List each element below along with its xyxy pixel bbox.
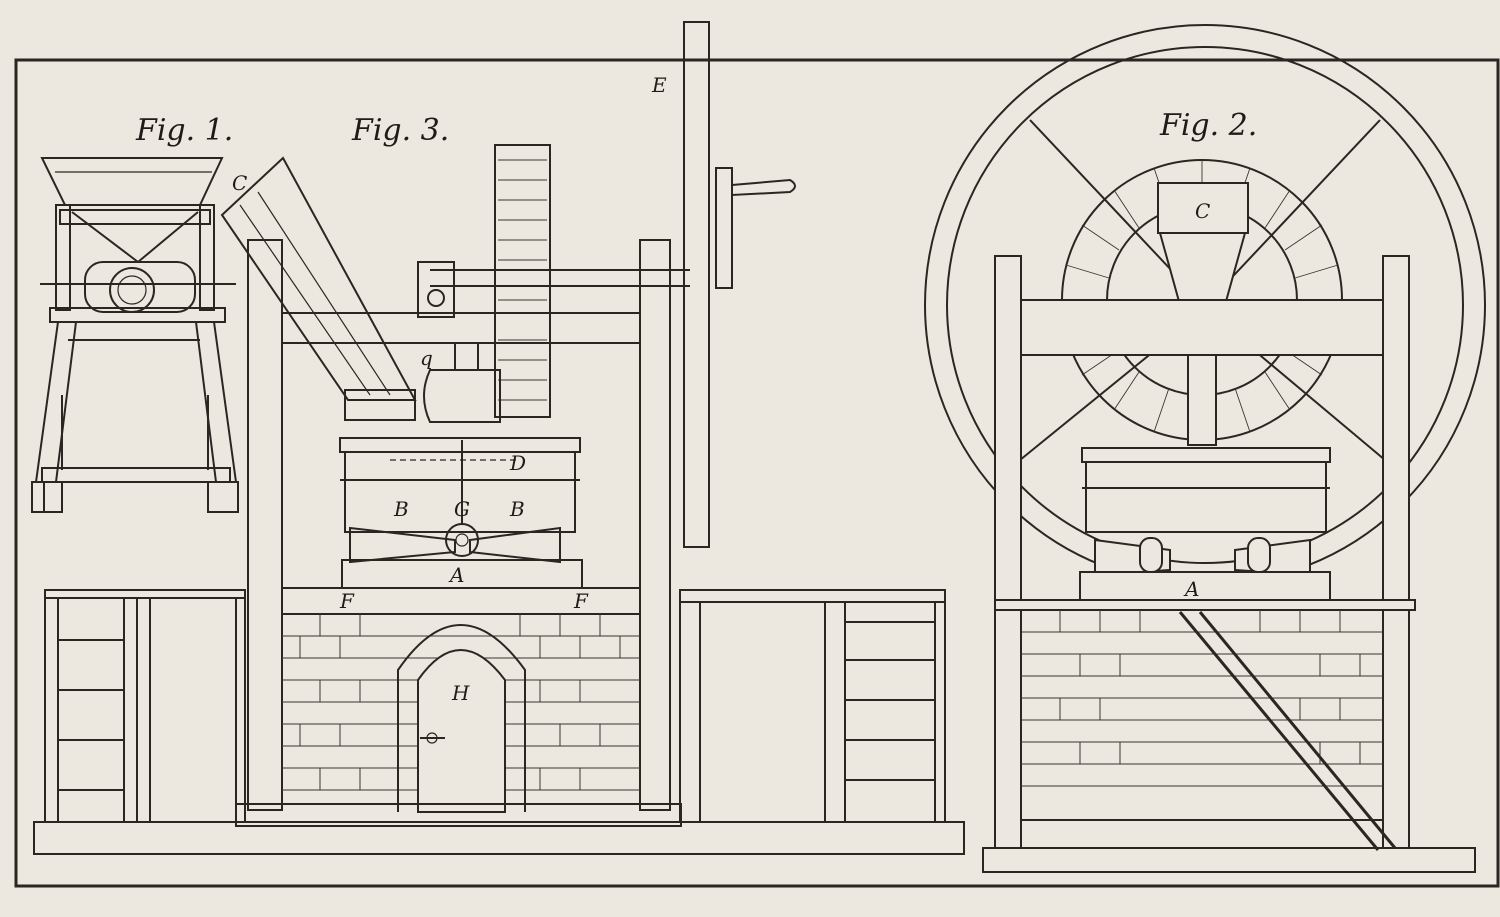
fig1-label-c: C <box>232 171 247 195</box>
fig3-mill-elevation <box>220 21 796 827</box>
fig3-label-b-left: B <box>393 497 409 521</box>
fig3-label-h: H <box>451 681 470 705</box>
fig3-title: Fig. 3. <box>351 113 449 148</box>
fig3-label-q: q <box>420 346 433 370</box>
fig3-label-a: A <box>448 563 464 587</box>
fig2-mill-front-view <box>924 24 1486 873</box>
fig1-hopper-side-view <box>31 157 239 513</box>
fig3-ladder-right <box>679 589 946 823</box>
fig3-label-f-left: F <box>339 589 355 613</box>
fig3-label-d: D <box>509 451 526 475</box>
fig3-label-b-right: B <box>509 497 525 521</box>
fig2-label-a: A <box>1183 577 1199 601</box>
fig2-label-c: C <box>1195 199 1210 223</box>
fig3-label-g: G <box>454 497 470 521</box>
plate-border <box>14 58 1500 888</box>
fig3-ladder-left <box>33 589 965 855</box>
fig2-title: Fig. 2. <box>1159 108 1257 143</box>
fig3-label-f-right: F <box>573 589 589 613</box>
fig3-label-e: E <box>651 73 667 97</box>
fig1-title: Fig. 1. <box>135 113 233 148</box>
